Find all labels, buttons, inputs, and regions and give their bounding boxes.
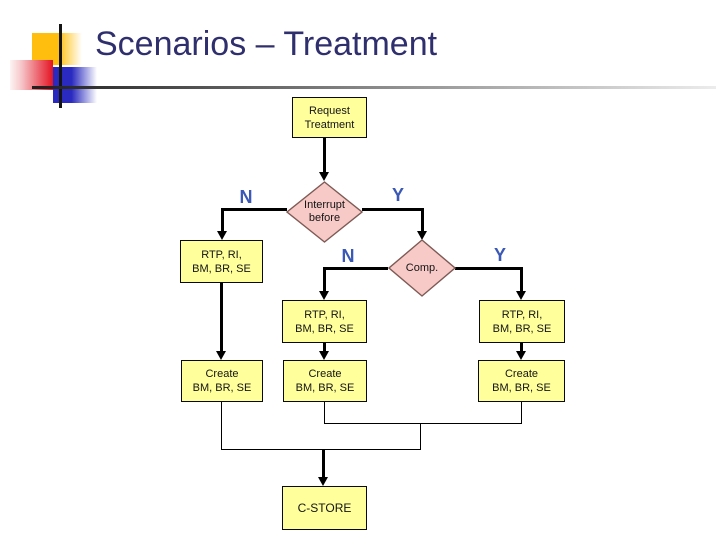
node-label: Create: [504, 368, 539, 380]
node-label: BM, BR, SE: [492, 322, 552, 335]
node-rtp-right: RTP, RI, BM, BR, SE: [479, 300, 565, 343]
connector-interrupt-yes-horizontal: [362, 208, 424, 211]
node-label: RTP, RI,: [201, 248, 242, 261]
arrowhead-icon: [516, 351, 526, 360]
node-label: BM, BR, SE: [192, 262, 251, 275]
decision-comp-shape: [388, 239, 456, 297]
connector-interrupt-no-horizontal: [222, 208, 287, 211]
node-label: BM, BR, SE: [192, 382, 252, 394]
connector-comp-no-vertical: [323, 267, 326, 293]
merge-line-left-vertical: [221, 402, 222, 450]
node-rtp-left: RTP, RI, BM, BR, SE: [180, 240, 263, 283]
node-label: Create: [205, 368, 239, 380]
connector-comp-yes-horizontal: [455, 267, 522, 270]
merge-line-upper-horizontal: [324, 423, 522, 424]
node-create-right: Create BM, BR, SE: [478, 360, 565, 402]
decoration-yellow-square: [32, 33, 82, 65]
connector-rtp-mid-to-create: [323, 343, 326, 352]
connector-request-to-interrupt: [323, 138, 326, 175]
decision-interrupt-before-shape: [286, 181, 363, 243]
node-label: RTP, RI,: [304, 308, 345, 321]
connector-comp-yes-vertical: [520, 267, 523, 292]
arrowhead-icon: [516, 291, 526, 300]
node-label: Treatment: [304, 118, 355, 131]
arrowhead-icon: [217, 231, 227, 240]
merge-line-lower-horizontal: [221, 449, 421, 450]
arrowhead-icon: [417, 231, 427, 240]
node-create-left: Create BM, BR, SE: [181, 360, 263, 402]
node-create-middle: Create BM, BR, SE: [283, 360, 367, 402]
decoration-vertical-line: [59, 24, 62, 108]
slide-title: Scenarios – Treatment: [95, 25, 438, 63]
connector-rtp-right-to-create: [520, 343, 523, 352]
connector-merge-to-cstore: [322, 449, 325, 478]
node-request-treatment: Request Treatment: [292, 97, 367, 138]
node-label: Interrupt: [304, 199, 345, 211]
node-label: Comp.: [405, 261, 439, 274]
node-rtp-middle: RTP, RI, BM, BR, SE: [282, 300, 367, 343]
merge-line-drop-vertical: [420, 423, 421, 450]
merge-line-mid-vertical: [324, 402, 325, 424]
node-label: BM, BR, SE: [492, 382, 551, 394]
decision-interrupt-before: Interrupt before: [286, 181, 363, 243]
decision-comp: Comp.: [388, 239, 456, 297]
node-label: BM, BR, SE: [295, 382, 355, 394]
arrowhead-icon: [319, 351, 329, 360]
node-label: BM, BR, SE: [295, 322, 354, 335]
connector-rtp-left-to-create: [220, 283, 223, 352]
connector-interrupt-yes-vertical: [421, 208, 424, 232]
node-label: Request: [309, 104, 350, 117]
connector-interrupt-no-vertical: [221, 208, 224, 232]
decoration-red-square: [10, 60, 53, 90]
branch-label-comp-yes: Y: [493, 245, 506, 265]
node-c-store: C-STORE: [282, 486, 367, 530]
connector-comp-no-horizontal: [324, 267, 388, 270]
merge-line-right-vertical: [521, 402, 522, 424]
arrowhead-icon: [319, 172, 329, 181]
title-underline: [32, 86, 716, 89]
node-label: before: [308, 212, 341, 224]
arrowhead-icon: [318, 477, 328, 486]
arrowhead-icon: [216, 351, 226, 360]
node-label: Create: [308, 368, 342, 380]
branch-label-interrupt-no: N: [239, 187, 253, 207]
branch-label-comp-no: N: [341, 246, 355, 266]
branch-label-interrupt-yes: Y: [391, 185, 404, 205]
arrowhead-icon: [319, 291, 329, 300]
node-label: RTP, RI,: [501, 308, 543, 321]
node-label: C-STORE: [297, 501, 352, 515]
